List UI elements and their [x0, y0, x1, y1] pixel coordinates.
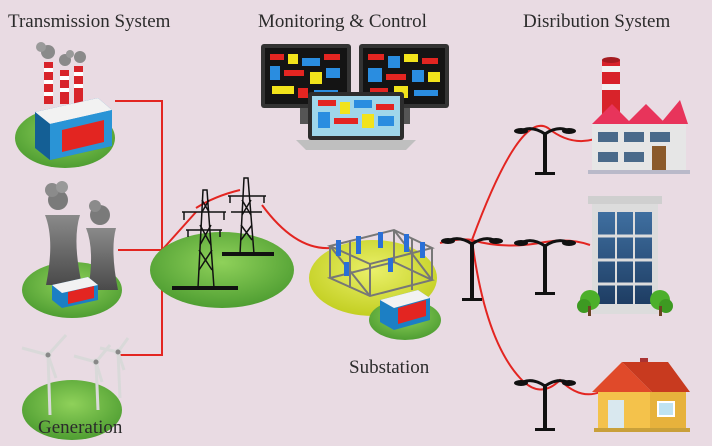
tower-to-substation-line — [261, 204, 331, 250]
generation-label: Generation — [38, 417, 123, 438]
residential-feeder-line — [471, 239, 601, 396]
generation-bus-line — [115, 100, 163, 356]
substation-label: Substation — [349, 357, 430, 378]
monitor-icon — [359, 44, 449, 124]
transmission-tower-icon — [228, 177, 266, 255]
tower-base — [222, 252, 274, 256]
transmission-system-label: Transmission System — [8, 11, 171, 32]
smoke-stacks — [36, 42, 86, 104]
tower-span-line — [195, 189, 241, 209]
wind-farm — [21, 333, 130, 440]
distribution-system-label: Disribution System — [523, 11, 671, 32]
substation — [309, 228, 441, 340]
factory-building — [35, 98, 112, 160]
bus-to-tower-line — [161, 211, 197, 251]
tower-base — [172, 286, 238, 290]
transmission-towers — [150, 177, 294, 308]
power-plant-cooling-towers — [22, 181, 122, 318]
wind-turbine-icon — [73, 344, 112, 411]
monitoring-control-station — [261, 44, 449, 150]
street-lamp-icon — [441, 237, 503, 301]
ground-disc — [150, 232, 294, 308]
monitoring-control-label: Monitoring & Control — [258, 11, 427, 32]
insulators — [336, 232, 425, 276]
industrial-feeder-line — [471, 124, 606, 241]
cooling-tower-icon — [45, 181, 118, 290]
street-lamp-icon — [514, 127, 576, 175]
office-feeder-line — [471, 239, 591, 247]
house-icon — [592, 358, 690, 432]
office-building-icon — [577, 196, 673, 316]
transmission-tower-icon — [182, 189, 226, 289]
substation-icon — [326, 228, 435, 298]
power-plant-factory — [15, 42, 115, 168]
street-lamp-icon — [514, 379, 576, 431]
laptop-icon — [296, 92, 416, 150]
control-building — [380, 290, 430, 330]
wind-turbine-icon — [99, 337, 130, 399]
street-lamp-icon — [514, 239, 576, 295]
wind-turbine-icon — [21, 333, 68, 416]
industrial-building-icon — [588, 57, 690, 174]
plant-building — [52, 277, 98, 308]
